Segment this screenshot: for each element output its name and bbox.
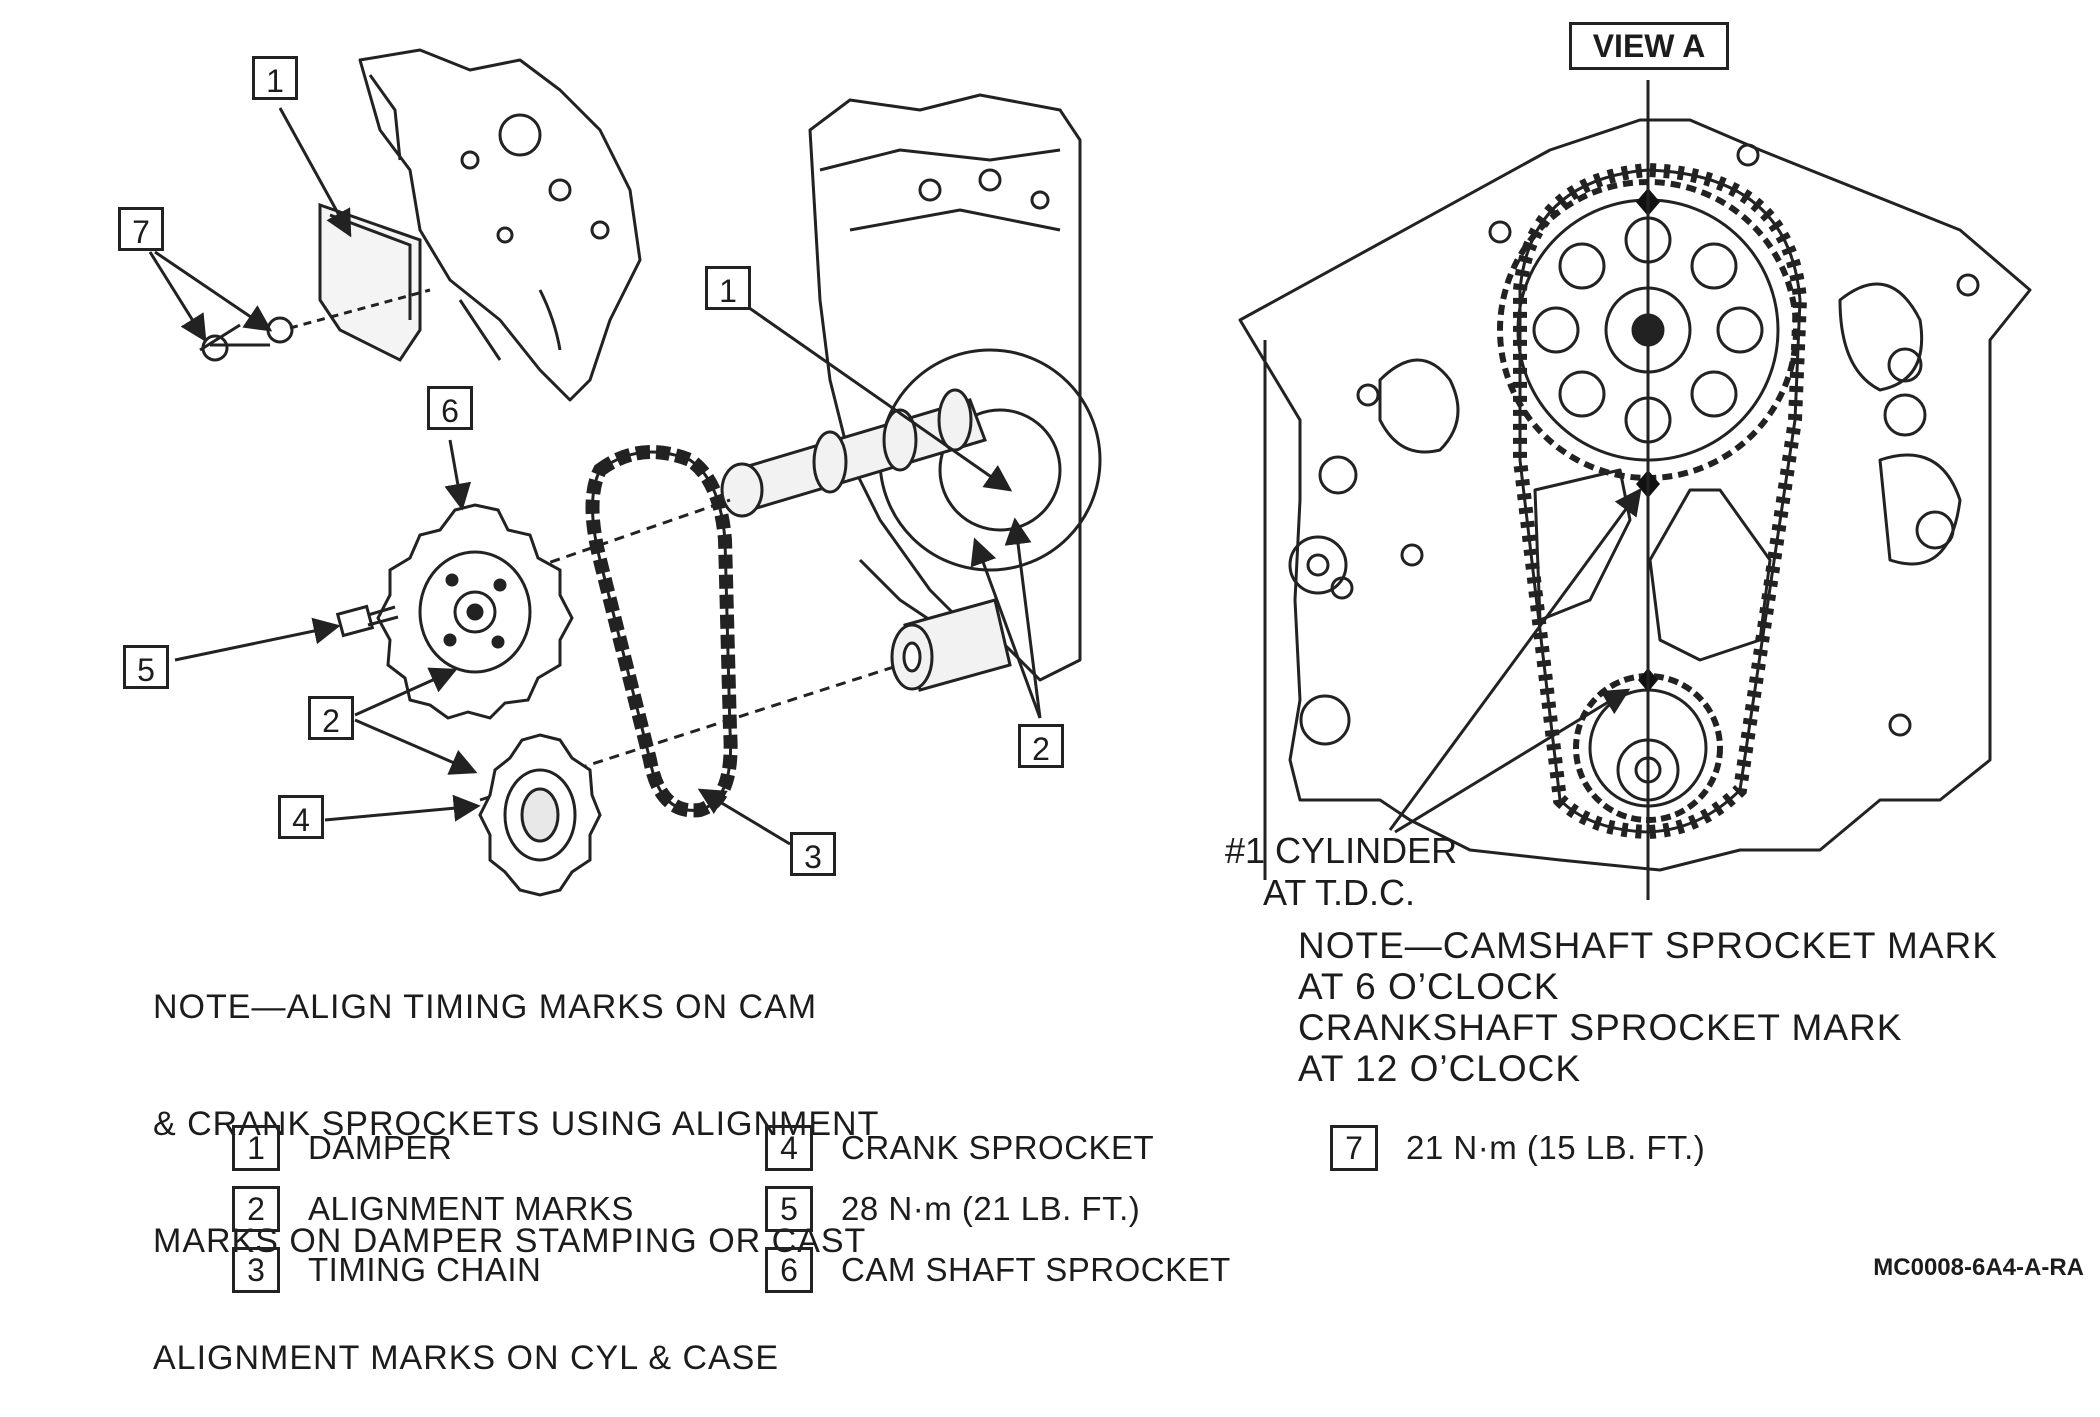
callout-2-alignment-right: 2	[1018, 724, 1064, 768]
note-right-line-3: CRANKSHAFT SPROCKET MARK	[1298, 1007, 1903, 1048]
cylinder-line-1: #1 CYLINDER	[1225, 830, 1458, 871]
legend-number: 1	[232, 1125, 280, 1171]
legend-number: 5	[765, 1186, 813, 1232]
legend-label: 28 N·m (21 LB. FT.)	[841, 1190, 1141, 1227]
view-a-timing-chain	[1513, 162, 1808, 840]
legend-label: DAMPER	[308, 1129, 453, 1166]
legend-number: 7	[1330, 1125, 1378, 1171]
callout-7-damper-bolts: 7	[118, 207, 164, 251]
legend-item-4: 4 CRANK SPROCKET	[765, 1125, 1154, 1171]
callout-6-cam-sprocket: 6	[427, 386, 473, 430]
callout-5-cam-bolt: 5	[123, 645, 169, 689]
note-left-line-1: NOTE—ALIGN TIMING MARKS ON CAM	[153, 988, 818, 1026]
note-sprocket-marks: NOTE—CAMSHAFT SPROCKET MARK AT 6 O’CLOCK…	[1298, 925, 1998, 1089]
cam-sprocket-sketch	[376, 503, 574, 720]
legend-number: 6	[765, 1247, 813, 1293]
engine-front-view	[1238, 118, 2032, 880]
legend-item-3: 3 TIMING CHAIN	[232, 1247, 541, 1293]
note-right-line-2: AT 6 O’CLOCK	[1298, 966, 1560, 1007]
callout-1-damper-top: 1	[252, 56, 298, 100]
note-right-line-1: NOTE—CAMSHAFT SPROCKET MARK	[1298, 925, 1998, 966]
tdc-arrows	[1388, 487, 1642, 834]
legend-item-5: 5 28 N·m (21 LB. FT.)	[765, 1186, 1140, 1232]
note-left-line-4: ALIGNMENT MARKS ON CYL & CASE	[153, 1339, 780, 1377]
legend-item-2: 2 ALIGNMENT MARKS	[232, 1186, 634, 1232]
legend-item-6: 6 CAM SHAFT SPROCKET	[765, 1247, 1231, 1293]
callout-3-timing-chain: 3	[790, 832, 836, 876]
legend-item-1: 1 DAMPER	[232, 1125, 452, 1171]
legend-label: ALIGNMENT MARKS	[308, 1190, 634, 1227]
cylinder-line-2: AT T.D.C.	[1263, 872, 1416, 913]
engine-block-sketch	[358, 48, 642, 402]
figure-code: MC0008-6A4-A-RA	[1873, 1254, 2084, 1281]
timing-chain-diagram	[148, 48, 2032, 900]
note-right-line-4: AT 12 O’CLOCK	[1298, 1048, 1582, 1089]
leader-arrows-left	[148, 107, 1042, 846]
callout-4-crank-sprocket: 4	[278, 795, 324, 839]
timing-chain-sketch	[585, 445, 738, 818]
legend-label: CAM SHAFT SPROCKET	[841, 1251, 1231, 1288]
damper-sketch	[199, 202, 431, 362]
crank-sprocket-sketch	[478, 733, 602, 897]
legend-number: 2	[232, 1186, 280, 1232]
cylinder-block-sketch	[808, 93, 1102, 682]
view-a-label: VIEW A	[1569, 22, 1729, 70]
legend-item-7: 7 21 N·m (15 LB. FT.)	[1330, 1125, 1705, 1171]
note-left-line-2: & CRANK SPROCKETS USING ALIGNMENT	[153, 1105, 880, 1143]
callout-1-damper-mid: 1	[705, 266, 751, 310]
callout-2-alignment-left: 2	[308, 696, 354, 740]
cylinder-tdc-label: #1 CYLINDER AT T.D.C.	[1225, 830, 1457, 914]
legend-label: 21 N·m (15 LB. FT.)	[1406, 1129, 1706, 1166]
legend-number: 3	[232, 1247, 280, 1293]
legend-label: CRANK SPROCKET	[841, 1129, 1155, 1166]
note-left-line-3: MARKS ON DAMPER STAMPING OR CAST	[153, 1222, 867, 1260]
legend-number: 4	[765, 1125, 813, 1171]
legend-label: TIMING CHAIN	[308, 1251, 542, 1288]
